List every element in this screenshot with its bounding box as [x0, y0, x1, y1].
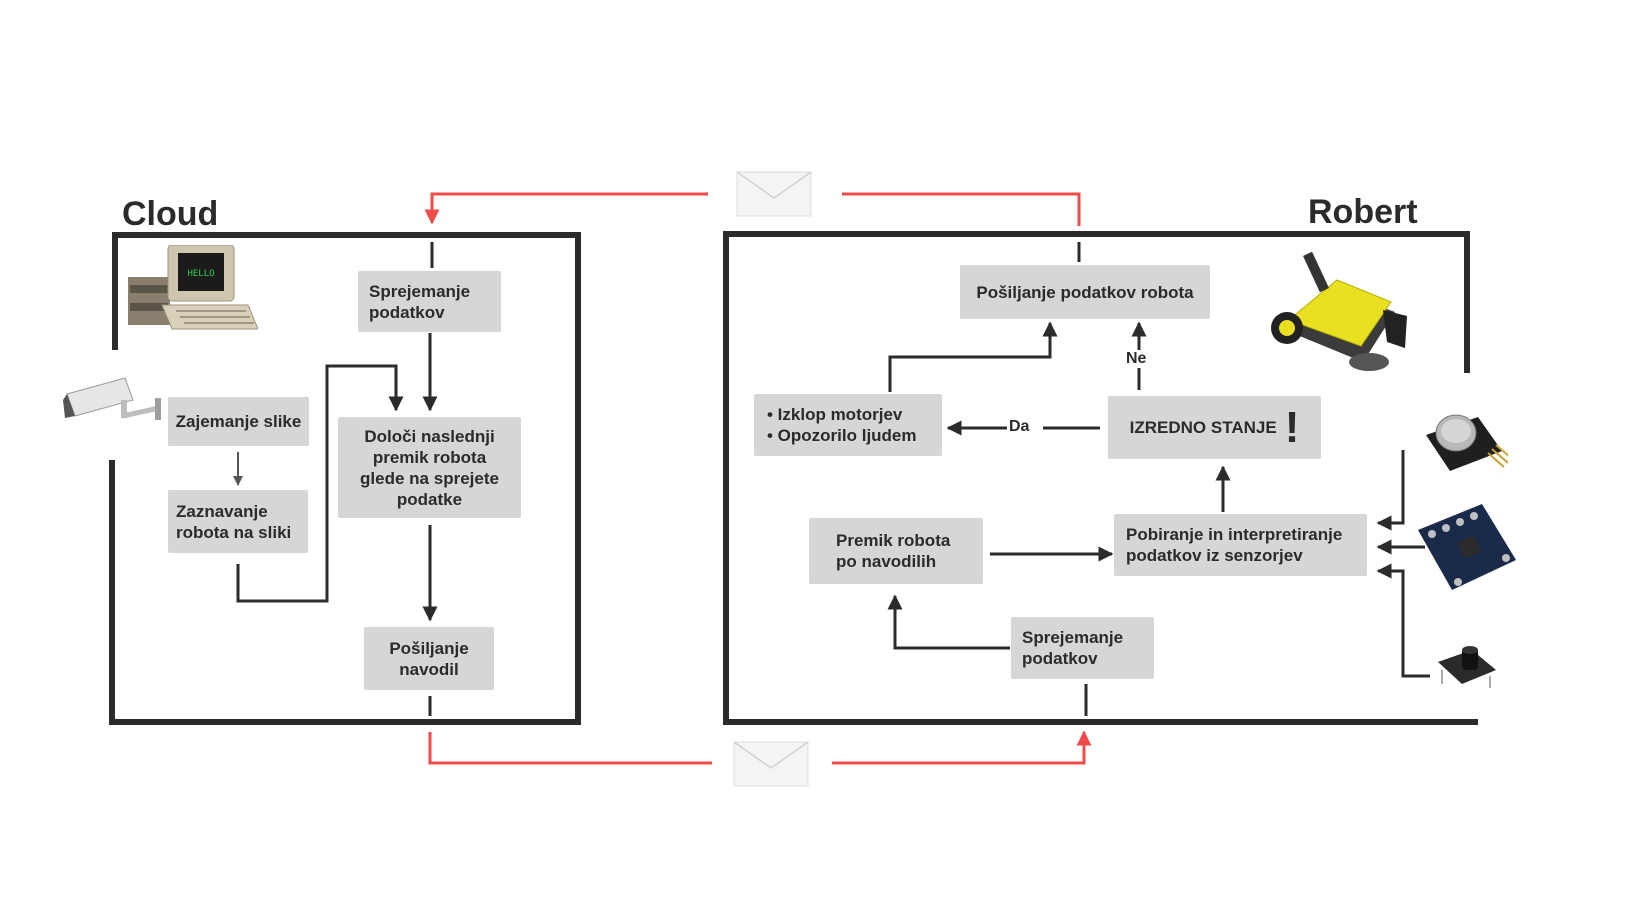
node-capture-image-label: Zajemanje slike — [175, 412, 302, 431]
yellow-sweeper-robot-icon — [1271, 251, 1407, 371]
node-decide-move: Določi naslednji premik robota glede na … — [338, 417, 521, 518]
gas-sensor-icon — [1426, 414, 1508, 471]
node-send-robot-data-label: Pošiljanje podatkov robota — [976, 282, 1194, 302]
computer-screen-text: HELLO — [187, 269, 214, 279]
edge-label-yes: Da — [1007, 418, 1032, 436]
robot-frame — [723, 231, 1478, 725]
node-move-robot: Premik robota po navodilih — [809, 518, 983, 584]
node-move-robot-label: Premik robota po navodilih — [836, 531, 951, 571]
node-safety-actions-label: • Izklop motorjev • Opozorilo ljudem — [767, 405, 917, 445]
envelope-icon — [736, 171, 812, 217]
node-decide-move-label: Določi naslednji premik robota glede na … — [360, 426, 499, 509]
robot-title: Robert — [1308, 193, 1418, 231]
exclamation-icon: ! — [1284, 402, 1300, 452]
node-robot-receive: Sprejemanje podatkov — [1011, 617, 1154, 679]
node-detect-robot: Zaznavanje robota na sliki — [168, 490, 308, 553]
push-button-icon — [1438, 646, 1496, 688]
node-send-instructions-label: Pošiljanje navodil — [389, 638, 469, 679]
node-cloud-receive: Sprejemanje podatkov — [358, 271, 501, 332]
node-sensor-data: Pobiranje in interpretiranje podatkov iz… — [1114, 514, 1367, 576]
security-camera-icon — [63, 377, 161, 420]
node-safety-actions: • Izklop motorjev • Opozorilo ljudem — [754, 394, 942, 456]
node-emergency-label: IZREDNO STANJE — [1129, 418, 1277, 437]
imu-board-icon — [1418, 504, 1516, 590]
node-emergency: IZREDNO STANJE ! — [1108, 396, 1321, 459]
robot-arrows — [887, 242, 1430, 716]
node-capture-image: Zajemanje slike — [168, 397, 309, 446]
node-cloud-receive-label: Sprejemanje podatkov — [369, 281, 471, 322]
cloud-title: Cloud — [122, 195, 219, 233]
link-bottom — [428, 730, 1092, 765]
node-send-instructions: Pošiljanje navodil — [364, 627, 494, 690]
cloud-arrows — [236, 242, 438, 716]
cloud-frame — [109, 232, 581, 725]
envelope-icon — [733, 741, 809, 787]
node-sensor-data-label: Pobiranje in interpretiranje podatkov iz… — [1126, 525, 1343, 565]
retro-computer-icon: HELLO — [128, 245, 258, 330]
node-detect-robot-label: Zaznavanje robota na sliki — [176, 501, 292, 542]
node-robot-receive-label: Sprejemanje podatkov — [1022, 628, 1124, 668]
link-top — [424, 192, 1081, 226]
node-send-robot-data: Pošiljanje podatkov robota — [960, 265, 1210, 319]
edge-label-no: Ne — [1124, 350, 1149, 368]
